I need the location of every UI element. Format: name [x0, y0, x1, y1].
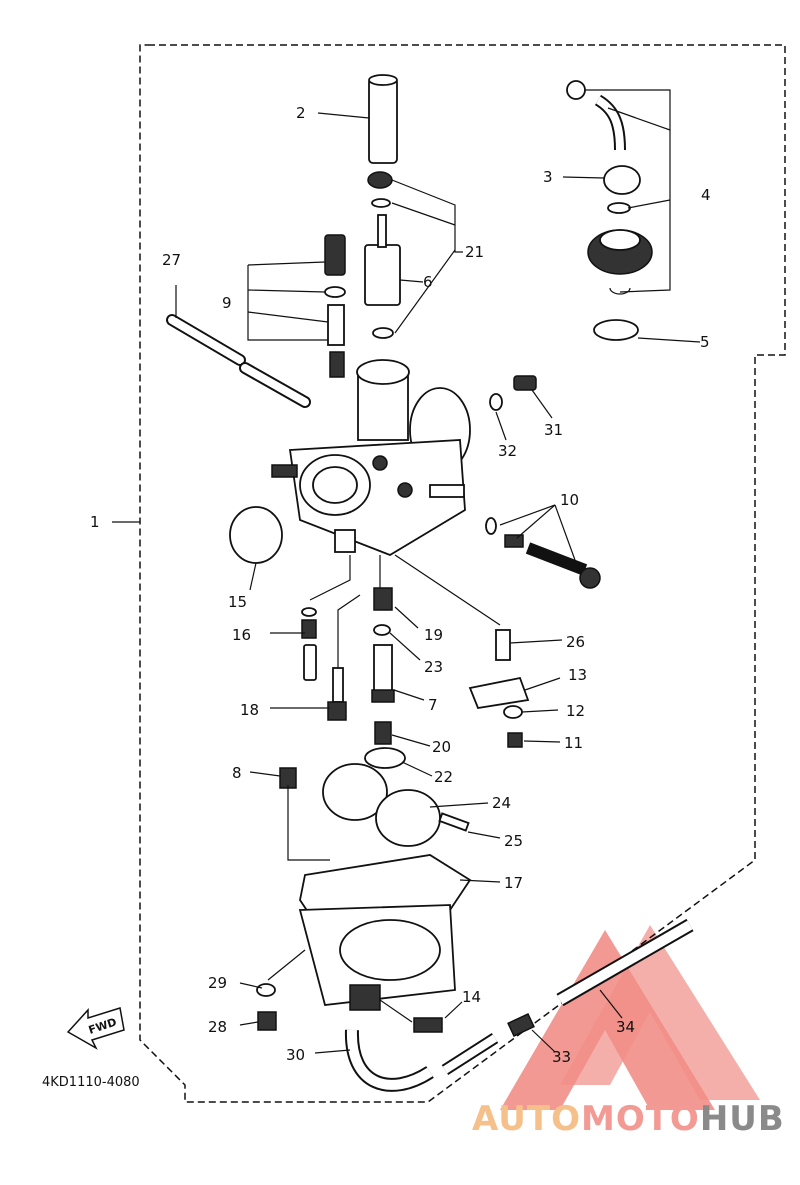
carburetor-cap-part [566, 80, 653, 341]
float-part [322, 763, 441, 847]
part-label-12: 12 [566, 702, 585, 720]
main-jet-part [364, 721, 406, 769]
part-label-6: 6 [423, 273, 433, 291]
vent-pipe-part [166, 314, 311, 408]
part-label-20: 20 [432, 738, 451, 756]
gasket-part [468, 676, 530, 710]
float-pin-part [438, 812, 470, 832]
drain-plug-part [257, 1011, 277, 1031]
watermark-moto: MOTO [581, 1099, 700, 1139]
part-label-17: 17 [504, 874, 523, 892]
bolt-part [507, 732, 523, 748]
part-label-19: 19 [424, 626, 443, 644]
diagram-code: 4KD1110-4080 [42, 1075, 140, 1090]
pilot-screw-part [485, 517, 601, 589]
part-label-29: 29 [208, 974, 227, 992]
float-bowl-part [298, 904, 456, 1011]
o-ring-part [256, 983, 276, 997]
part-label-26: 26 [566, 633, 585, 651]
fwd-arrow-icon: FWD [66, 1007, 125, 1050]
needle-jet-part [371, 587, 395, 703]
part-label-33: 33 [552, 1048, 571, 1066]
part-label-25: 25 [504, 832, 523, 850]
drain-screw-part [413, 1017, 443, 1033]
hose-fitting-part [441, 918, 694, 1076]
part-label-23: 23 [424, 658, 443, 676]
part-label-5: 5 [700, 333, 710, 351]
watermark-auto: AUTO [472, 1099, 581, 1139]
part-label-30: 30 [286, 1046, 305, 1064]
part-label-21: 21 [465, 243, 484, 261]
needle-clip-part [367, 171, 393, 208]
carburetor-body-part [271, 359, 471, 556]
screw-part [489, 375, 537, 411]
pilot-jet-part [327, 667, 347, 721]
part-label-31: 31 [544, 421, 563, 439]
part-label-4: 4 [701, 186, 711, 204]
watermark-hub: HUB [700, 1099, 785, 1139]
part-label-8: 8 [232, 764, 242, 782]
part-label-13: 13 [568, 666, 587, 684]
part-label-14: 14 [462, 988, 481, 1006]
part-label-15: 15 [228, 593, 247, 611]
part-label-24: 24 [492, 794, 511, 812]
watermark-logo-triangle [500, 925, 760, 1110]
part-label-32: 32 [498, 442, 517, 460]
leader-lines [112, 89, 701, 1054]
holder-part [364, 214, 401, 339]
watermark-text: AUTOMOTOHUB [472, 1099, 785, 1139]
part-label-27: 27 [162, 251, 181, 269]
part-label-18: 18 [240, 701, 259, 719]
svg-text:AUTOMOTOHUB: AUTOMOTOHUB [472, 1099, 785, 1139]
part-label-28: 28 [208, 1018, 227, 1036]
diaphragm-part [229, 506, 283, 564]
part-label-1: 1 [90, 513, 100, 531]
part-label-7: 7 [428, 696, 438, 714]
part-label-22: 22 [434, 768, 453, 786]
part-label-11: 11 [564, 734, 583, 752]
part-label-3: 3 [543, 168, 553, 186]
washer-part [503, 705, 523, 719]
part-label-2: 2 [296, 104, 306, 122]
jet-part [495, 629, 511, 661]
part-label-9: 9 [222, 294, 232, 312]
assembly-outline [139, 44, 786, 1103]
part-label-34: 34 [616, 1018, 635, 1036]
throttle-valve-part [368, 74, 398, 164]
starter-plunger-part [301, 607, 317, 681]
part-label-16: 16 [232, 626, 251, 644]
throttle-stop-screw-part [324, 234, 346, 378]
part-label-10: 10 [560, 491, 579, 509]
